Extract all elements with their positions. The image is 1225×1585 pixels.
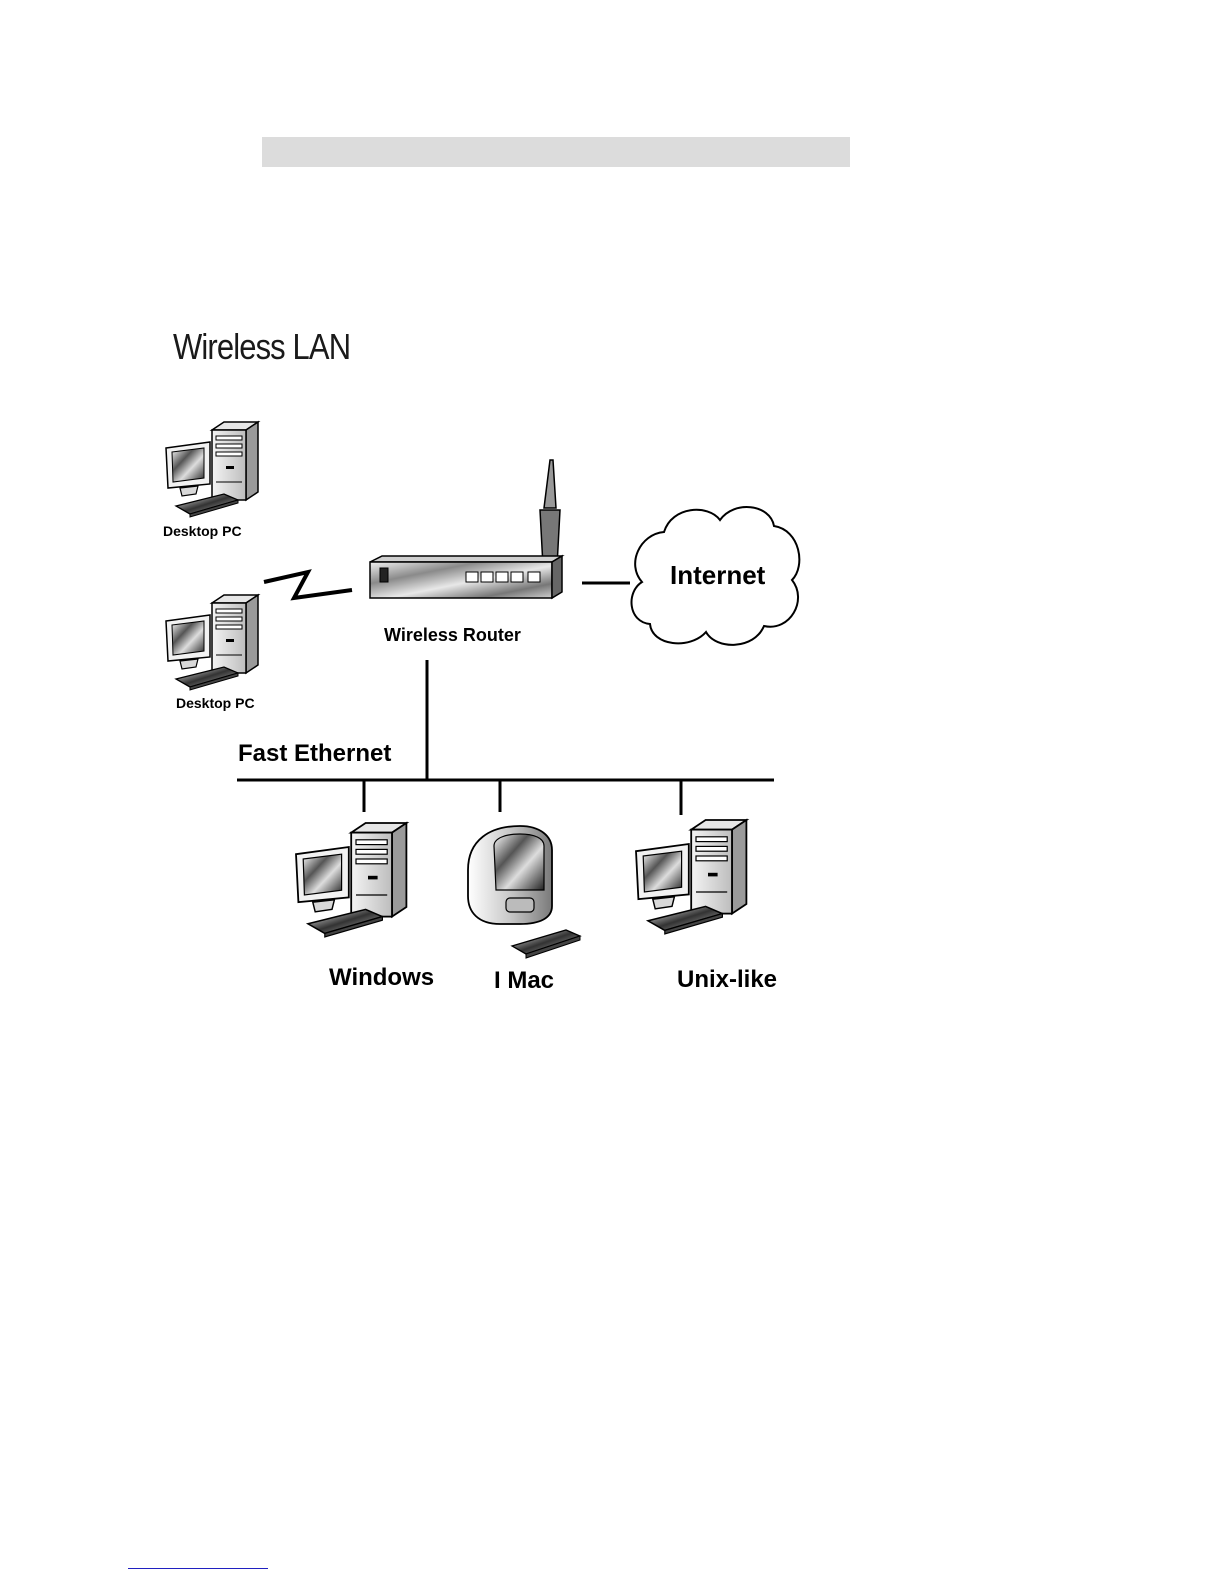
desktop-pc-label: Desktop PC bbox=[163, 523, 242, 539]
footer-underline bbox=[128, 1568, 268, 1569]
wireless-router-label: Wireless Router bbox=[384, 625, 521, 646]
internet-label: Internet bbox=[670, 560, 765, 591]
imac-icon bbox=[468, 826, 580, 958]
unix-like-label: Unix-like bbox=[677, 966, 777, 994]
unix-pc-icon bbox=[636, 820, 746, 934]
windows-pc-icon bbox=[296, 823, 406, 937]
desktop-pc-icon bbox=[166, 595, 258, 690]
wireless-router-icon bbox=[370, 460, 562, 598]
imac-label: I Mac bbox=[494, 967, 554, 995]
desktop-pc-icon bbox=[166, 422, 258, 517]
fast-ethernet-label: Fast Ethernet bbox=[238, 740, 391, 768]
windows-label: Windows bbox=[329, 964, 434, 992]
wireless-signal-icon bbox=[264, 572, 352, 598]
desktop-pc-label: Desktop PC bbox=[176, 695, 255, 711]
